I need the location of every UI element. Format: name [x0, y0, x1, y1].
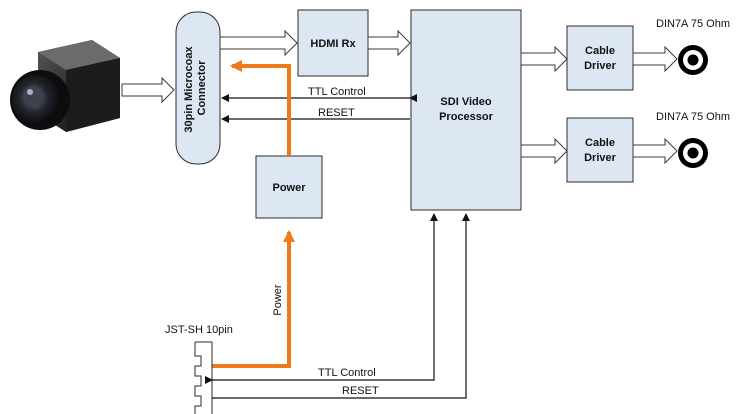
- reset-line-bottom: [212, 213, 470, 399]
- camera-to-connector-arrow: [121, 76, 175, 104]
- jst-sh-connector: [194, 341, 213, 414]
- cable-driver-top-line2: Driver: [584, 60, 617, 72]
- din7a-connector-bottom-icon: [678, 138, 708, 168]
- power-block: Power: [255, 155, 323, 219]
- hdmi-rx-label: HDMI Rx: [310, 38, 356, 50]
- ttl-control-line-bottom: [205, 213, 438, 384]
- sdi-to-cable-driver-bottom-arrow: [520, 137, 568, 165]
- power-vertical-label: Power: [272, 284, 284, 316]
- connector-label-line1: 30pin Microcoax: [183, 46, 195, 133]
- din7a-connector-top-icon: [678, 45, 708, 75]
- ttl-control-label-bottom: TTL Control: [318, 367, 376, 379]
- connector-label-line2: Connector: [196, 60, 208, 116]
- cable-driver-top-to-din-arrow: [632, 45, 678, 73]
- connector-to-hdmi-arrow: [219, 29, 298, 57]
- hdmi-rx-block: HDMI Rx: [297, 9, 369, 77]
- reset-label-top: RESET: [318, 107, 355, 119]
- hdmi-to-sdi-arrow: [367, 29, 411, 57]
- cable-driver-top-line1: Cable: [585, 45, 615, 57]
- reset-label-bottom: RESET: [342, 385, 379, 397]
- jst-label: JST-SH 10pin: [165, 324, 233, 336]
- cable-driver-top-block: Cable Driver: [566, 25, 634, 91]
- power-block-label: Power: [272, 182, 306, 194]
- cable-driver-bottom-block: Cable Driver: [566, 117, 634, 183]
- cable-driver-bottom-line1: Cable: [585, 137, 615, 149]
- din7a-top-label: DIN7A 75 Ohm: [656, 18, 730, 30]
- camera-image: [10, 40, 120, 132]
- cable-driver-bottom-to-din-arrow: [632, 137, 678, 165]
- sdi-label-line1: SDI Video: [440, 96, 491, 108]
- sdi-to-cable-driver-top-arrow: [520, 45, 568, 73]
- sdi-label-line2: Processor: [439, 111, 494, 123]
- microcoax-connector-block: 30pin Microcoax Connector: [175, 11, 221, 165]
- cable-driver-bottom-line2: Driver: [584, 152, 617, 164]
- power-to-connector-line: [230, 60, 291, 156]
- svg-text:30pin Microcoax Connecto: 30pin Microcoax Connector: [183, 43, 208, 132]
- din7a-bottom-label: DIN7A 75 Ohm: [656, 111, 730, 123]
- sdi-video-processor-block: SDI Video Processor: [410, 9, 522, 211]
- ttl-control-label-top: TTL Control: [308, 86, 366, 98]
